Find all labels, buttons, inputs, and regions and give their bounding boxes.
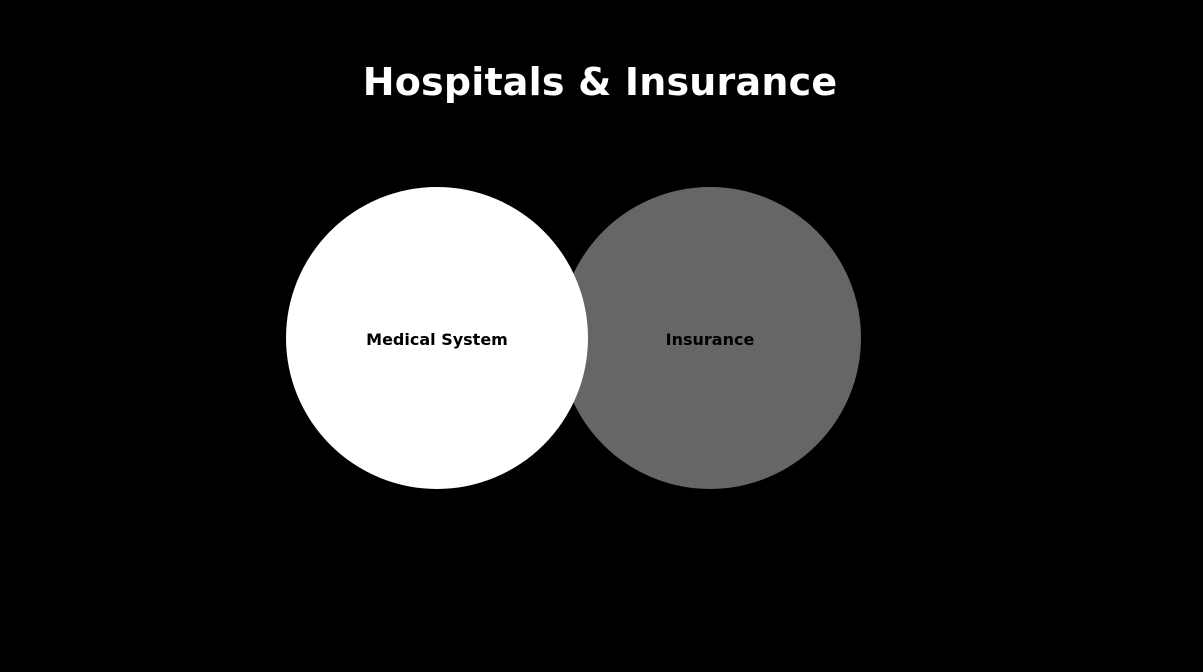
slide-title: Hospitals & Insurance [362,60,838,104]
insurance-circle [559,187,861,489]
insurance-label: Insurance [666,330,755,349]
medical-system-label: Medical System [366,330,508,349]
medical-system-circle [286,187,588,489]
